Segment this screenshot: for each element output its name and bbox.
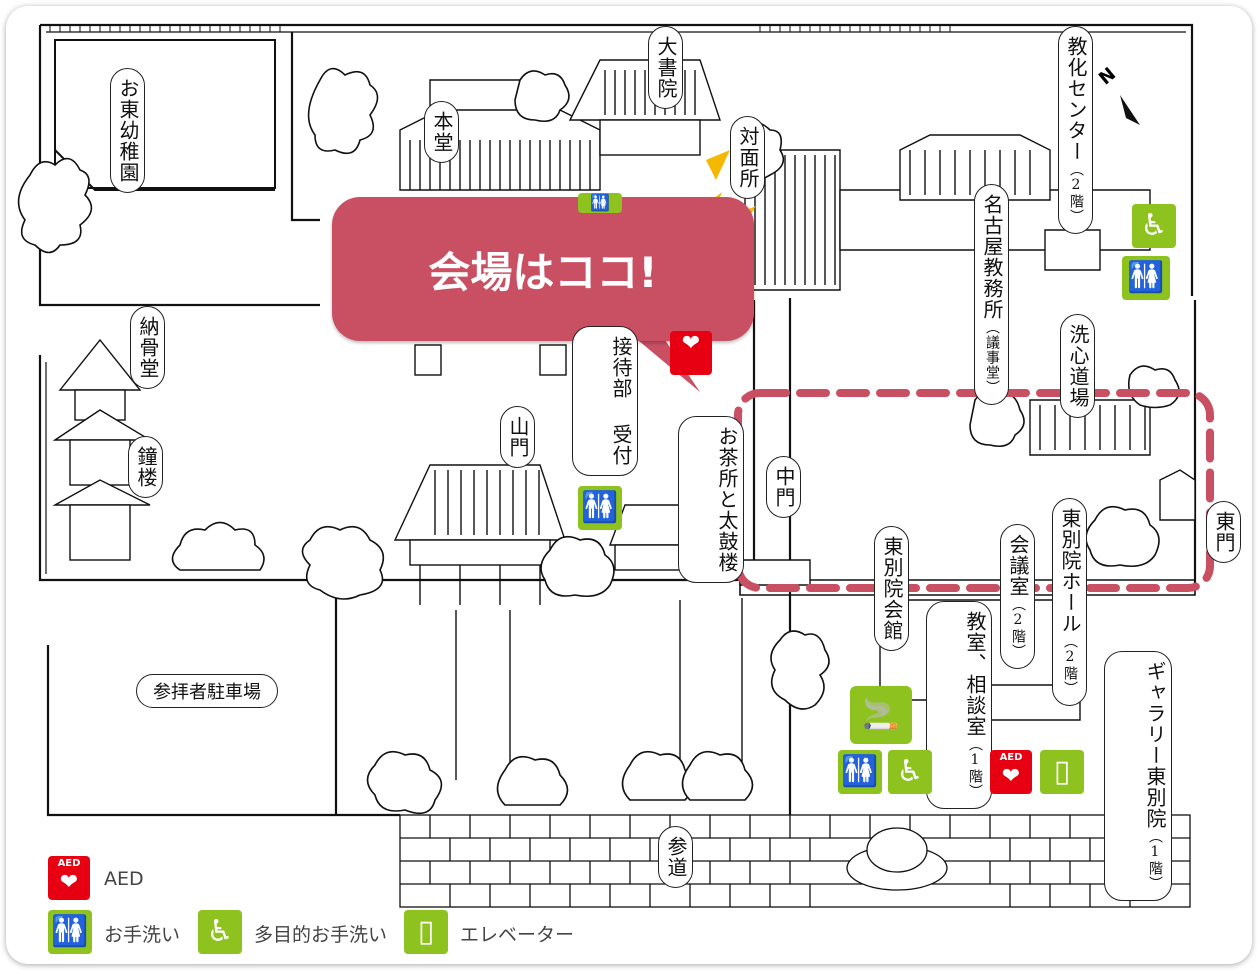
kyoshitsu-floor: （1階）: [967, 737, 983, 799]
smoking-area-icon: 🚬: [850, 686, 912, 744]
aed-icon: AED❤: [990, 750, 1032, 794]
sanmon-building: [393, 464, 566, 605]
label-kaikan: 東別院会館: [874, 526, 909, 651]
legend-restroom-label: お手洗い: [104, 924, 181, 946]
label-taimensho: 対面所: [730, 116, 765, 199]
hall-name: 東別院ホール: [1058, 508, 1082, 634]
accessible-restroom-icon: ♿: [198, 910, 242, 954]
compass-north-arrow: [1120, 95, 1140, 125]
callout-text: 会場はココ!: [428, 247, 658, 297]
west-wall: [38, 25, 320, 307]
label-kyoka-center: 教化センター（2階）: [1058, 26, 1093, 234]
label-kyoshitsu: 教室、相談室（1階）: [926, 601, 992, 809]
hall-floor: （2階）: [1062, 634, 1078, 696]
label-senshin-dojo: 洗心道場: [1060, 314, 1095, 418]
restroom-icon: 🚻: [578, 193, 622, 213]
aed-icon: ❤: [670, 331, 712, 375]
restroom-icon: 🚻: [578, 486, 622, 530]
aed-icon: AED❤: [48, 856, 90, 900]
kyomusho-sub: （議事堂）: [984, 320, 1000, 395]
restroom-icon: 🚻: [1122, 256, 1170, 300]
label-sando: 参道: [658, 826, 693, 888]
label-nokotsudo: 納骨堂: [130, 306, 165, 389]
sando-pavement: [399, 814, 1191, 908]
settaibu-name: 接待部: [609, 336, 633, 399]
kaigishitsu-floor: （2階）: [1010, 597, 1026, 659]
parking-border: [46, 645, 335, 817]
venue-callout: 会場はココ!: [332, 197, 754, 341]
label-kindergarten: お東幼稚園: [110, 68, 145, 193]
label-hondo: 本堂: [424, 101, 459, 163]
nokotsudo-building: [52, 338, 153, 561]
label-ochadokoro: お茶所と太鼓楼: [678, 416, 744, 583]
label-higashimon: 東門: [1206, 501, 1241, 563]
elevator-icon: ▯: [1040, 750, 1084, 794]
kyoka-center-floor: （2階）: [1068, 162, 1084, 224]
legend-aed-label: AED: [104, 868, 144, 890]
north-wall: [40, 23, 1194, 296]
uketsuke-name: 受付: [609, 424, 633, 466]
callout-tail: [620, 325, 700, 392]
restroom-icon: 🚻: [838, 750, 882, 794]
label-settaibu: 接待部 受付: [572, 326, 638, 476]
label-chumon: 中門: [766, 456, 801, 518]
label-shoro: 鐘楼: [128, 436, 163, 498]
kyoka-center-name: 教化センター: [1064, 36, 1088, 162]
label-kyomusho: 名古屋教務所（議事堂）: [974, 184, 1009, 405]
gallery-floor: （1階）: [1147, 829, 1163, 891]
restroom-icon: 🚻: [48, 910, 92, 954]
kyoshitsu-name: 教室、相談室: [963, 611, 987, 737]
label-parking: 参拝者駐車場: [136, 674, 278, 708]
label-gallery: ギャラリー東別院（1階）: [1104, 651, 1172, 901]
accessible-restroom-icon: ♿: [1132, 204, 1176, 248]
legend-elevator-label: エレベーター: [460, 924, 575, 946]
label-daishoin: 大書院: [648, 26, 683, 109]
accessible-restroom-icon: ♿: [888, 750, 932, 794]
gallery-name: ギャラリー東別院: [1143, 661, 1167, 829]
label-kaigishitsu: 会議室（2階）: [1000, 524, 1035, 669]
middle-wall: [38, 355, 740, 582]
label-hall: 東別院ホール（2階）: [1052, 498, 1087, 706]
legend-accessible-label: 多目的お手洗い: [254, 924, 388, 946]
kaigishitsu-name: 会議室: [1006, 534, 1030, 597]
kyomusho-name: 名古屋教務所: [980, 194, 1004, 320]
senshin-dojo-building: [1029, 399, 1151, 456]
label-sanmon: 山門: [500, 406, 535, 468]
kindergarten-building: [54, 39, 276, 189]
map-card: 会場はココ! N お東幼稚園 本堂 大書院 対面所 教化センター（2階） 名古屋…: [6, 6, 1252, 964]
elevator-icon: ▯: [404, 910, 448, 954]
chumon-building: [739, 559, 811, 586]
